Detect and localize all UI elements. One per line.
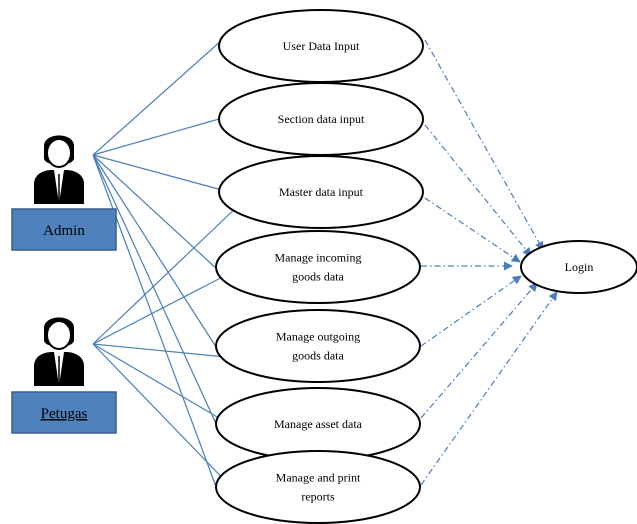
manage-outgoing-goods-data-to-login-dependency-line	[420, 275, 522, 347]
admin-person-icon	[34, 135, 84, 204]
petugas-label: Petugas	[41, 406, 88, 422]
manage-and-print-reports-to-login-dependency-line	[420, 291, 558, 486]
use-case-manage-outgoing-goods-data-ellipse	[215, 309, 421, 383]
master-data-input-to-login-dependency-line	[424, 197, 521, 263]
use-case-manage-incoming-goods-data[interactable]: Manage incoming goods data	[215, 230, 421, 304]
admin-label-box	[11, 208, 117, 251]
use-case-manage-outgoing-goods-data-label-line-2: goods data	[292, 349, 344, 363]
login-dependency-lines	[420, 39, 558, 486]
admin-to-master-data-input-line	[92, 154, 223, 191]
use-case-master-data-input[interactable]: Master data input	[218, 155, 424, 229]
use-case-manage-and-print-reports[interactable]: Manage and print reports	[215, 450, 421, 524]
petugas-to-manage-and-print-reports-line	[92, 343, 237, 493]
use-case-section-data-input[interactable]: Section data input	[218, 82, 424, 156]
use-case-manage-asset-data-label-line-1: Manage asset data	[274, 417, 363, 431]
use-case-user-data-input-label-line-1: User Data Input	[283, 39, 360, 53]
use-case-master-data-input-ellipse	[218, 155, 424, 229]
admin-to-manage-incoming-goods-data-line	[92, 154, 219, 271]
petugas-to-manage-incoming-goods-data-line	[92, 269, 237, 345]
use-case-manage-incoming-goods-data-label-line-2: goods data	[292, 270, 344, 284]
petugas-to-master-data-input-line	[92, 203, 241, 345]
admin-to-manage-outgoing-goods-data-line	[92, 154, 219, 351]
admin-to-section-data-input-line	[92, 118, 220, 156]
user-data-input-to-login-dependency-line	[424, 39, 544, 251]
petugas-to-manage-asset-data-line	[92, 343, 237, 429]
use-case-login-ellipse	[520, 240, 637, 294]
use-case-manage-and-print-reports-label-line-2: reports	[301, 490, 335, 504]
use-case-master-data-input-label-line-1: Master data input	[279, 185, 364, 199]
admin-to-user-data-input-line	[92, 39, 223, 156]
section-data-input-to-login-dependency-line	[424, 124, 532, 257]
use-case-login-label: Login	[565, 260, 594, 274]
admin-label: Admin	[43, 223, 85, 239]
use-case-manage-incoming-goods-data-label-line-1: Manage incoming	[275, 251, 362, 265]
use-case-login[interactable]: Login	[520, 240, 637, 294]
manage-asset-data-to-login-dependency-line	[420, 282, 538, 419]
petugas-to-manage-outgoing-goods-data-line	[92, 343, 237, 359]
use-case-user-data-input[interactable]: User Data Input	[218, 9, 424, 83]
actor-admin[interactable]: Admin	[11, 135, 117, 251]
use-case-manage-outgoing-goods-data-label-line-1: Manage outgoing	[276, 330, 360, 344]
petugas-person-icon	[34, 317, 84, 386]
use-case-manage-and-print-reports-ellipse	[215, 450, 421, 524]
petugas-label-box	[11, 391, 117, 434]
use-case-manage-outgoing-goods-data[interactable]: Manage outgoing goods data	[215, 309, 421, 383]
use-case-section-data-input-label-line-1: Section data input	[278, 112, 365, 126]
admin-to-manage-asset-data-line	[92, 154, 219, 429]
actor-petugas[interactable]: Petugas	[11, 317, 117, 434]
admin-to-manage-and-print-reports-line	[92, 154, 219, 493]
use-case-manage-asset-data[interactable]: Manage asset data	[215, 387, 421, 461]
use-case-manage-and-print-reports-label-line-1: Manage and print	[276, 471, 361, 485]
use-case-manage-incoming-goods-data-ellipse	[215, 230, 421, 304]
